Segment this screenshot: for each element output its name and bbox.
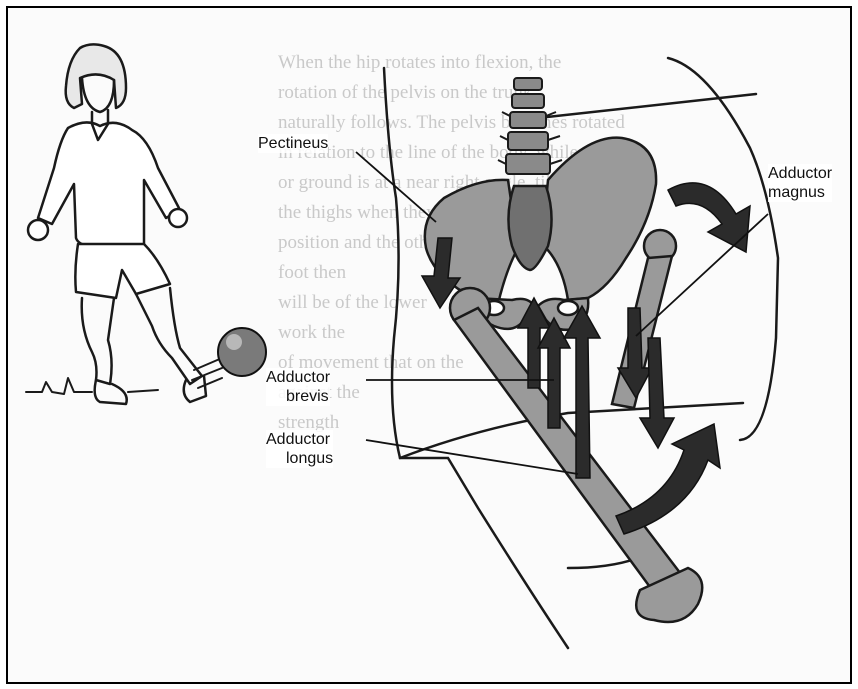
label-adductor-brevis-line2: brevis	[266, 388, 329, 405]
label-adductor-brevis: Adductor brevis	[266, 368, 330, 406]
anatomy-illustration	[8, 8, 852, 684]
label-pectineus-text: Pectineus	[258, 135, 328, 152]
label-adductor-magnus-line2: magnus	[768, 184, 825, 201]
lumbar-spine	[498, 78, 562, 174]
label-adductor-longus-line1: Adductor	[266, 431, 330, 448]
label-adductor-magnus-line1: Adductor	[768, 165, 832, 182]
label-adductor-longus: Adductor longus	[266, 430, 333, 468]
label-adductor-longus-line2: longus	[266, 450, 333, 467]
rotation-curved-arrow	[616, 424, 720, 534]
soccer-player-figure	[26, 44, 222, 404]
figure-frame: When the hip rotates into flexion, the r…	[6, 6, 852, 684]
soccer-ball	[218, 328, 266, 376]
label-adductor-brevis-line1: Adductor	[266, 369, 330, 386]
label-adductor-magnus: Adductor magnus	[768, 164, 832, 202]
label-pectineus: Pectineus	[258, 134, 328, 153]
